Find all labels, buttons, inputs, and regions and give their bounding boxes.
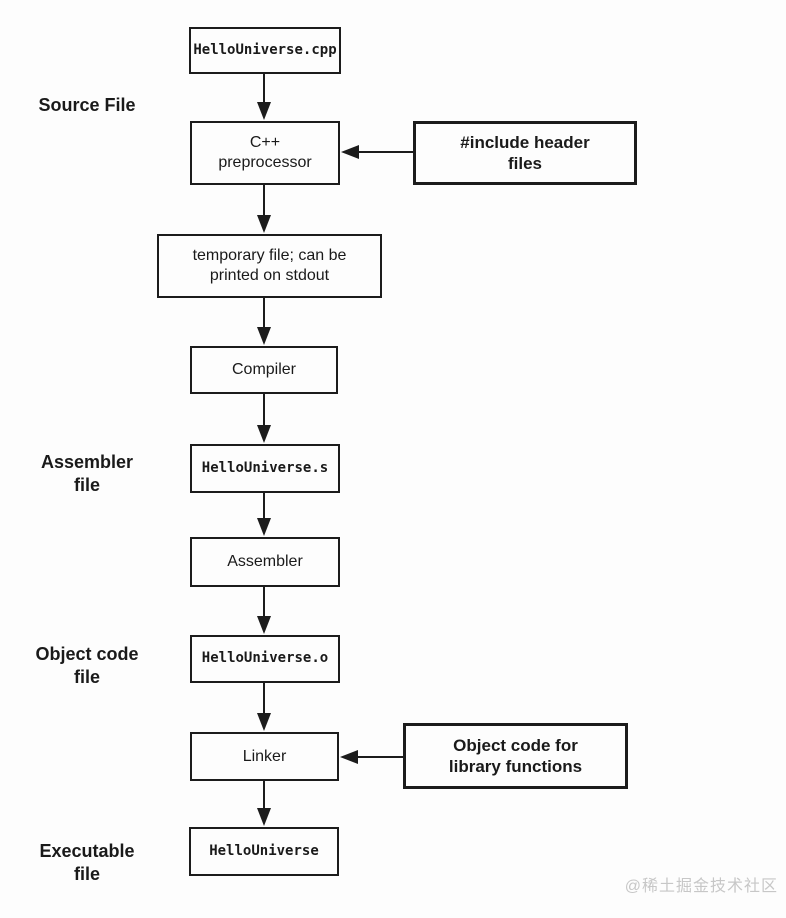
watermark-text: @稀土掘金技术社区 — [624, 878, 778, 895]
stage-label-assembler-file: Assembler file — [40, 452, 134, 496]
node-executable-box: HelloUniverse — [189, 827, 339, 876]
node-object-file-box: HelloUniverse.o — [190, 635, 340, 683]
stage-label-executable-file: Executable file — [39, 841, 135, 885]
node-compiler-box: Compiler — [190, 346, 338, 394]
node-temp-file-box: temporary file; can be printed on stdout — [157, 234, 382, 298]
callout-include-headers-box: #include header files — [413, 121, 637, 185]
node-assembler-file-box: HelloUniverse.s — [190, 444, 340, 493]
node-source-file-box: HelloUniverse.cpp — [189, 27, 341, 74]
callout-library-objects-box: Object code for library functions — [403, 723, 628, 789]
node-linker-box: Linker — [190, 732, 339, 781]
node-assembler-box: Assembler — [190, 537, 340, 587]
stage-label-object-code-file: Object code file — [35, 644, 139, 688]
node-preprocessor-box: C++ preprocessor — [190, 121, 340, 185]
stage-label-source-file: Source File — [38, 95, 136, 115]
